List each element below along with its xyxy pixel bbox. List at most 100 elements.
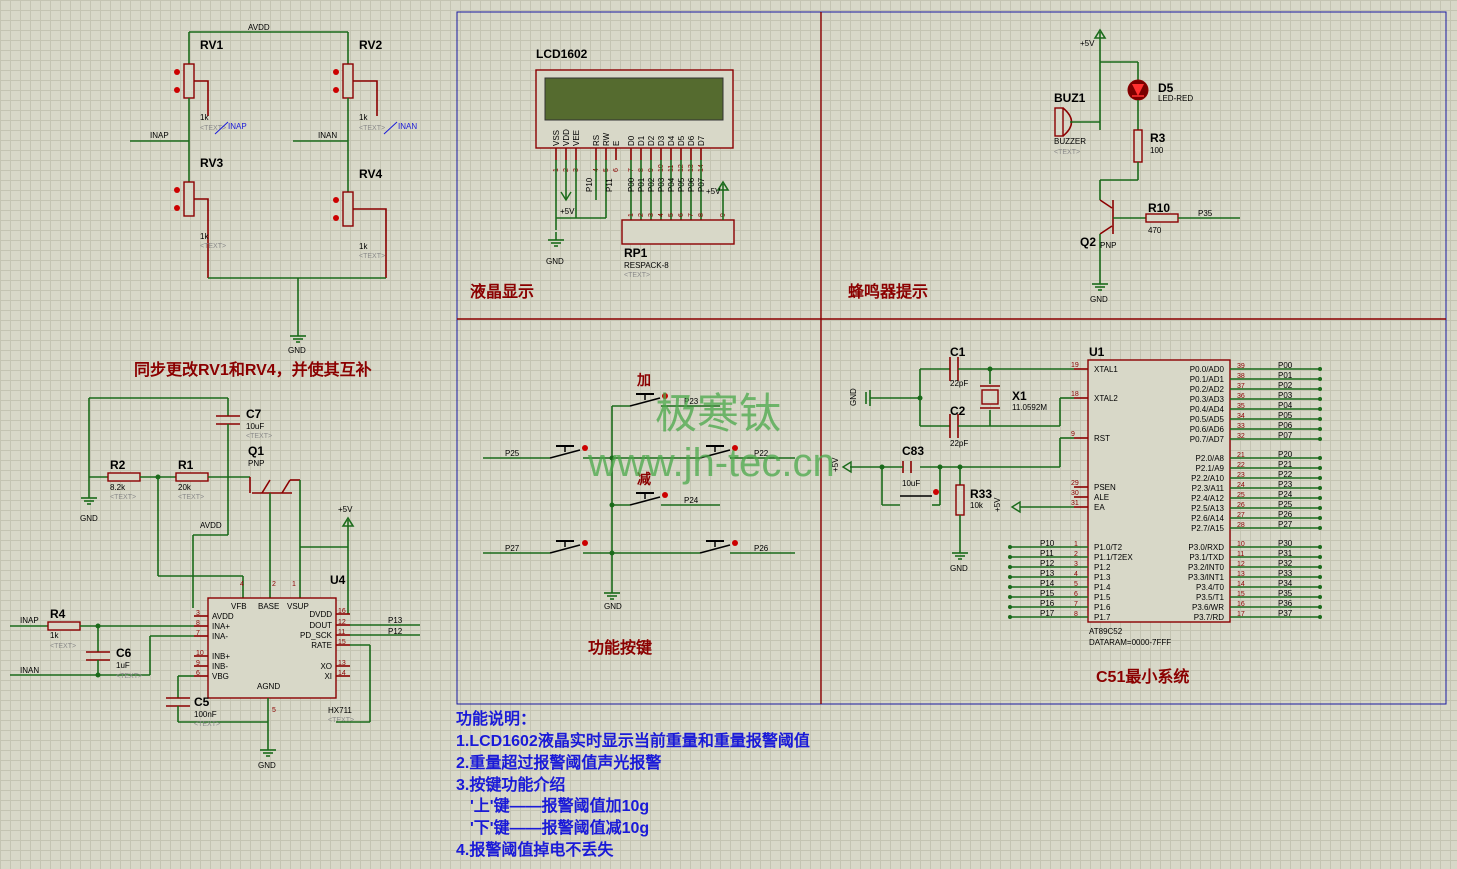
svg-text:<TEXT>: <TEXT>: [200, 125, 226, 132]
svg-text:P3.2/INT0: P3.2/INT0: [1188, 563, 1225, 572]
svg-text:<TEXT>: <TEXT>: [359, 125, 385, 132]
svg-text:24: 24: [1237, 482, 1245, 489]
rv3-potentiometer: [174, 181, 209, 278]
svg-text:7: 7: [1074, 601, 1078, 608]
svg-text:2: 2: [272, 581, 276, 588]
desc-title: 功能说明：: [456, 709, 536, 728]
svg-text:16: 16: [338, 608, 346, 615]
svg-text:PSEN: PSEN: [1094, 483, 1116, 492]
svg-text:P16: P16: [1040, 599, 1055, 608]
svg-text:<TEXT>: <TEXT>: [1054, 149, 1080, 156]
svg-text:AVDD: AVDD: [212, 612, 234, 621]
svg-text:RS: RS: [592, 135, 601, 146]
svg-text:P3.3/INT1: P3.3/INT1: [1188, 573, 1225, 582]
svg-text:8: 8: [1074, 611, 1078, 618]
q1-label: Q1: [248, 444, 264, 458]
svg-text:P25: P25: [1278, 500, 1293, 509]
svg-text:VBG: VBG: [212, 672, 229, 681]
svg-text:P3.5/T1: P3.5/T1: [1196, 593, 1225, 602]
svg-text:D7: D7: [697, 135, 706, 146]
svg-text:P05: P05: [677, 177, 686, 192]
svg-text:EA: EA: [1094, 503, 1105, 512]
svg-text:INB-: INB-: [212, 662, 228, 671]
u1-label: U1: [1089, 345, 1105, 359]
svg-text:DOUT: DOUT: [309, 621, 332, 630]
svg-text:P22: P22: [1278, 470, 1293, 479]
svg-text:P35: P35: [1278, 589, 1293, 598]
svg-text:38: 38: [1237, 373, 1245, 380]
svg-text:VDD: VDD: [562, 129, 571, 146]
svg-text:P15: P15: [1040, 589, 1055, 598]
svg-text:P2.7/A15: P2.7/A15: [1191, 524, 1224, 533]
svg-text:10k: 10k: [970, 501, 984, 510]
svg-text:P03: P03: [1278, 391, 1293, 400]
rv1-potentiometer: [174, 63, 209, 116]
svg-text:P03: P03: [657, 177, 666, 192]
svg-text:10: 10: [196, 650, 204, 657]
key-button-1[interactable]: [629, 393, 668, 407]
svg-text:+5V: +5V: [560, 207, 575, 216]
svg-text:P01: P01: [637, 177, 646, 192]
svg-text:20k: 20k: [178, 483, 192, 492]
svg-text:P26: P26: [1278, 510, 1293, 519]
svg-text:100nF: 100nF: [194, 710, 217, 719]
svg-text:P21: P21: [1278, 460, 1293, 469]
svg-text:XI: XI: [324, 672, 332, 681]
svg-text:19: 19: [1071, 362, 1079, 369]
svg-text:P13: P13: [1040, 569, 1055, 578]
svg-text:<TEXT>: <TEXT>: [194, 721, 220, 728]
svg-text:P2.2/A10: P2.2/A10: [1191, 474, 1224, 483]
svg-text:30: 30: [1071, 490, 1079, 497]
svg-text:10uF: 10uF: [246, 422, 264, 431]
desc-line2: 2.重量超过报警阈值声光报警: [456, 753, 661, 772]
rv4-label: RV4: [359, 167, 382, 181]
svg-text:17: 17: [1237, 611, 1245, 618]
svg-text:1k: 1k: [50, 631, 59, 640]
svg-text:INAN: INAN: [20, 666, 39, 675]
svg-text:VFB: VFB: [231, 602, 247, 611]
svg-text:AGND: AGND: [257, 682, 280, 691]
svg-text:23: 23: [1237, 472, 1245, 479]
svg-text:P34: P34: [1278, 579, 1293, 588]
svg-text:10uF: 10uF: [902, 479, 920, 488]
svg-text:P3.7/RD: P3.7/RD: [1194, 613, 1224, 622]
svg-text:10: 10: [1237, 541, 1245, 548]
svg-text:P1.7: P1.7: [1094, 613, 1111, 622]
svg-text:25: 25: [1237, 492, 1245, 499]
svg-text:13: 13: [1237, 571, 1245, 578]
svg-text:<TEXT>: <TEXT>: [200, 243, 226, 250]
key-button-4[interactable]: [629, 492, 668, 506]
svg-text:VEE: VEE: [572, 130, 581, 146]
svg-text:P00: P00: [627, 177, 636, 192]
svg-text:18: 18: [1071, 391, 1079, 398]
function-description: 功能说明： 1.LCD1602液晶实时显示当前重量和重量报警阈值 2.重量超过报…: [456, 709, 810, 859]
svg-text:<TEXT>: <TEXT>: [359, 253, 385, 260]
svg-text:15: 15: [1237, 591, 1245, 598]
svg-text:32: 32: [1237, 433, 1245, 440]
svg-text:INB+: INB+: [212, 652, 230, 661]
inan-net-label: INAN: [318, 131, 337, 140]
svg-text:DATARAM=0000-7FFF: DATARAM=0000-7FFF: [1089, 638, 1171, 647]
svg-text:P12: P12: [1040, 559, 1055, 568]
svg-text:P14: P14: [1040, 579, 1055, 588]
key-button-6[interactable]: [699, 540, 738, 554]
svg-text:<TEXT>: <TEXT>: [50, 643, 76, 650]
svg-text:GND: GND: [546, 257, 564, 266]
rp1-resistor-pack: [621, 219, 735, 245]
svg-text:9: 9: [1071, 431, 1075, 438]
svg-text:RESPACK-8: RESPACK-8: [624, 261, 669, 270]
buz1-buzzer: [1054, 107, 1073, 137]
svg-text:6: 6: [1074, 591, 1078, 598]
svg-text:INAN: INAN: [398, 122, 417, 131]
svg-text:39: 39: [1237, 363, 1245, 370]
bridge-avdd-label: AVDD: [248, 23, 270, 32]
key-button-5[interactable]: [549, 540, 588, 554]
svg-text:P00: P00: [1278, 361, 1293, 370]
x1-label: X1: [1012, 389, 1027, 403]
svg-text:26: 26: [1237, 502, 1245, 509]
svg-text:13: 13: [338, 660, 346, 667]
svg-text:28: 28: [1237, 522, 1245, 529]
key-button-2[interactable]: [549, 445, 588, 459]
svg-text:P2.3/A11: P2.3/A11: [1192, 484, 1225, 493]
key-button-3[interactable]: [699, 445, 738, 459]
